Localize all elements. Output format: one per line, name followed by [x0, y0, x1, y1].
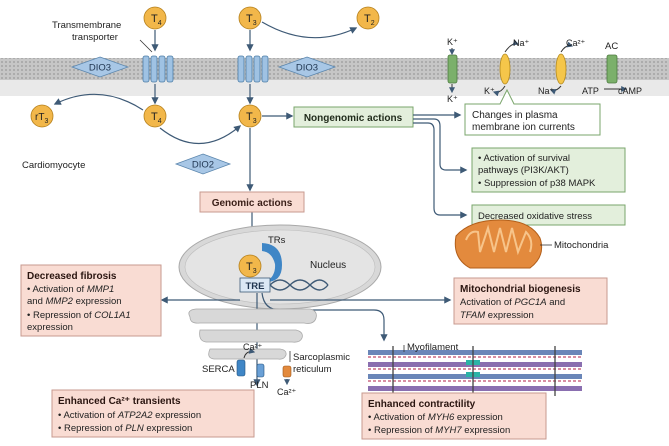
svg-text:SERCA: SERCA [202, 364, 235, 375]
svg-text:T4: T4 [151, 13, 162, 27]
svg-text:Decreased oxidative stress: Decreased oxidative stress [478, 211, 592, 222]
t3-inside: T3 [238, 104, 262, 128]
svg-text:Enhanced Ca²⁺ transients: Enhanced Ca²⁺ transients [58, 396, 181, 407]
dio2-diamond: DIO2 [174, 153, 232, 175]
serca-pump: SERCA Ca²⁺ [202, 342, 263, 377]
svg-text:Myofilament: Myofilament [407, 342, 459, 353]
svg-text:K⁺: K⁺ [484, 86, 495, 96]
dna-helix [269, 279, 329, 291]
sarcoplasmic-reticulum [188, 308, 317, 360]
mitochondria-organelle: Mitochondria [454, 219, 609, 269]
svg-text:and MMP2 expression: and MMP2 expression [27, 296, 122, 307]
svg-text:• Activation of MMP1: • Activation of MMP1 [27, 284, 114, 295]
svg-text:T3: T3 [246, 111, 257, 125]
svg-text:• Activation of MYH6 expressio: • Activation of MYH6 expression [368, 412, 503, 423]
survival-pathways-box: • Activation of survival pathways (PI3K/… [471, 147, 626, 193]
svg-text:Ca²⁺: Ca²⁺ [277, 387, 297, 397]
svg-text:T3: T3 [246, 13, 257, 27]
svg-text:Activation of PGC1A and: Activation of PGC1A and [460, 297, 565, 308]
enhanced-ca-transients-box: Enhanced Ca²⁺ transients • Activation of… [51, 389, 255, 438]
t3-outside: T3 [238, 6, 262, 30]
svg-text:rT3: rT3 [35, 112, 48, 125]
membrane-currents-box: Changes in plasma membrane ion currents [464, 88, 601, 136]
rt3-hormone: rT3 [30, 104, 54, 128]
t3-nucleus: T3 [238, 254, 262, 278]
svg-text:Na⁺: Na⁺ [538, 86, 555, 96]
svg-text:Nongenomic actions: Nongenomic actions [304, 113, 403, 124]
k-channel: K⁺ K⁺ [447, 37, 458, 104]
na-k-pump: Na⁺ K⁺ [484, 38, 530, 97]
transporter-leader-line [139, 39, 153, 53]
svg-text:DIO2: DIO2 [192, 160, 214, 171]
nongenomic-arrows [413, 111, 468, 219]
svg-text:Mitochondrial biogenesis: Mitochondrial biogenesis [460, 284, 581, 295]
svg-text:PLN: PLN [250, 380, 269, 391]
svg-text:Genomic actions: Genomic actions [212, 198, 293, 209]
cardiomyocyte-label: Cardiomyocyte [22, 160, 85, 171]
genomic-actions-box: Genomic actions [199, 191, 305, 213]
nongenomic-actions-box: Nongenomic actions [293, 106, 414, 128]
svg-text:• Repression of COL1A1: • Repression of COL1A1 [27, 310, 131, 321]
tre-element: TRE [239, 277, 271, 293]
membrane-shadow [0, 80, 669, 96]
svg-text:TRs: TRs [268, 235, 286, 246]
mitochondrial-biogenesis-box: Mitochondrial biogenesis Activation of P… [453, 277, 608, 325]
svg-text:• Repression of PLN expression: • Repression of PLN expression [58, 423, 192, 434]
na-ca-exchanger: Ca²⁺ Na⁺ [538, 38, 586, 96]
transporter-label: Transmembrane transporter [52, 20, 124, 43]
svg-text:cAMP: cAMP [618, 86, 642, 96]
nuclear-receptor: TRs [262, 235, 286, 282]
svg-text:Mitochondria: Mitochondria [554, 240, 609, 251]
svg-text:• Activation of ATP2A2 express: • Activation of ATP2A2 expression [58, 410, 201, 421]
svg-text:Decreased fibrosis: Decreased fibrosis [27, 271, 117, 282]
svg-text:K⁺: K⁺ [447, 94, 458, 104]
adenylyl-cyclase: AC ATP cAMP [582, 41, 642, 96]
decreased-fibrosis-box: Decreased fibrosis • Activation of MMP1 … [20, 264, 162, 337]
svg-text:TFAM expression: TFAM expression [460, 310, 534, 321]
svg-text:Na⁺: Na⁺ [513, 38, 530, 48]
svg-text:• Repression of MYH7 expressio: • Repression of MYH7 expression [368, 425, 510, 436]
sr-label: Sarcoplasmic reticulum [293, 352, 353, 375]
enhanced-contractility-box: Enhanced contractility • Activation of M… [361, 392, 547, 440]
svg-text:TRE: TRE [246, 281, 265, 292]
svg-text:AC: AC [605, 41, 618, 52]
svg-text:DIO3: DIO3 [296, 63, 318, 74]
ryr-channel: Ca²⁺ [277, 365, 297, 397]
svg-text:T3: T3 [246, 261, 257, 275]
svg-text:DIO3: DIO3 [89, 63, 111, 74]
hormone-arrows [53, 21, 358, 240]
svg-text:ATP: ATP [582, 86, 599, 96]
svg-text:Enhanced contractility: Enhanced contractility [368, 399, 476, 410]
pln-protein: PLN [250, 363, 269, 391]
oxidative-stress-box: Decreased oxidative stress [471, 204, 626, 226]
myofilament: Myofilament [368, 342, 582, 396]
transmembrane-transporter-right [237, 55, 269, 83]
transmembrane-transporter-left [142, 55, 174, 83]
svg-text:expression: expression [27, 322, 73, 333]
t4-outside: T4 [143, 6, 167, 30]
svg-text:Ca²⁺: Ca²⁺ [243, 342, 263, 352]
svg-text:K⁺: K⁺ [447, 37, 458, 47]
survival-pathways-text: • Activation of survival pathways (PI3K/… [478, 153, 596, 189]
dio3-right-diamond: DIO3 [277, 56, 337, 78]
svg-text:T4: T4 [151, 111, 162, 125]
t2-hormone: T2 [356, 6, 380, 30]
svg-text:Ca²⁺: Ca²⁺ [566, 38, 586, 48]
t4-inside: T4 [143, 104, 167, 128]
svg-text:Nucleus: Nucleus [310, 260, 346, 271]
membrane-currents-text: Changes in plasma membrane ion currents [472, 110, 575, 133]
dio3-left-diamond: DIO3 [70, 56, 130, 78]
svg-text:T2: T2 [364, 13, 375, 27]
